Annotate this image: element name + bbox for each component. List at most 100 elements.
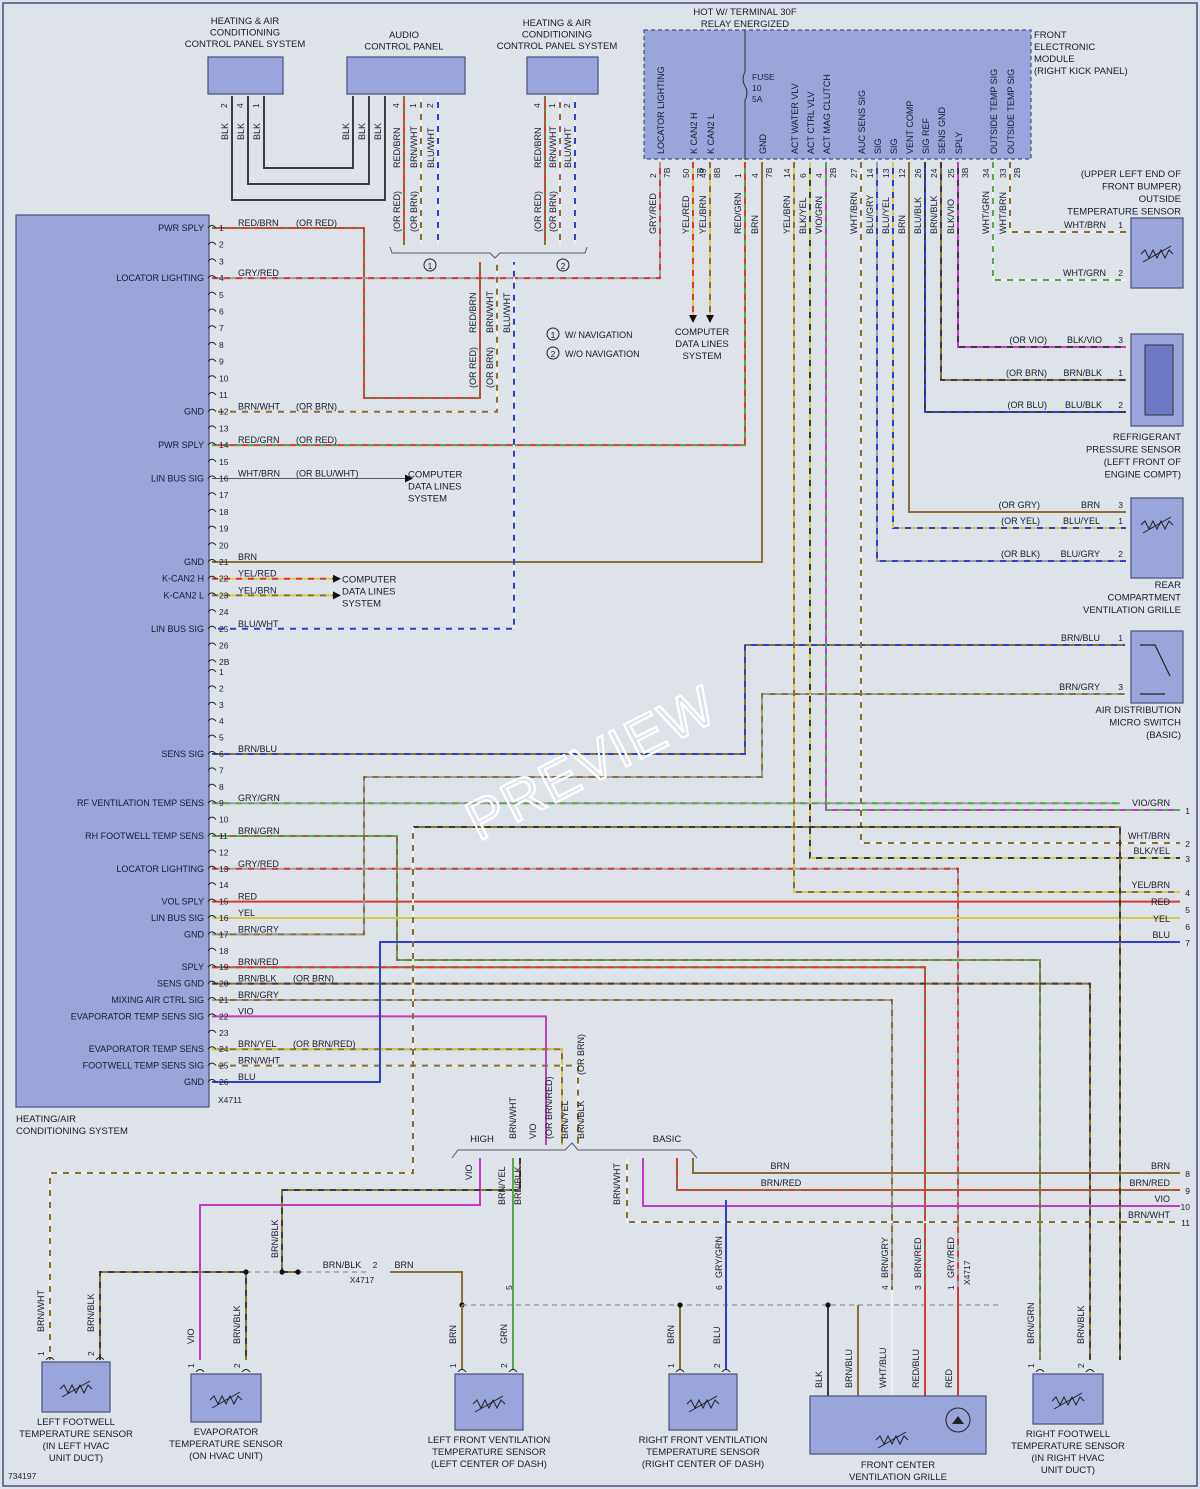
hvac-pin-label: GND <box>184 407 205 417</box>
connector-pin-number: 26 <box>219 1077 229 1087</box>
wire-label: YEL <box>238 908 255 918</box>
wire-label: BRN/WHT <box>36 1290 46 1332</box>
wire-label: BLK/YEL <box>1133 846 1170 856</box>
wire-alt-label: (OR BRN/RED) <box>544 1076 554 1139</box>
computer-data-lines-label: SYSTEM <box>682 351 721 362</box>
wire-label: BLU/WHT <box>426 127 436 168</box>
fuse-label: 5A <box>752 94 763 104</box>
outside-temp-thermistor <box>1140 248 1174 260</box>
rear-vent-wire <box>908 162 1126 513</box>
wire-label: BLK <box>373 123 383 140</box>
connector-pin-number: 19 <box>219 524 229 534</box>
wire-alt-label: (OR RED) <box>296 218 337 228</box>
hvac-pin-label: VOL SPLY <box>161 897 204 907</box>
wire-label: YEL/RED <box>238 569 277 579</box>
connector-pin-number: 2B <box>219 657 230 667</box>
connector-pin-number: 1 <box>946 1285 956 1290</box>
connector-pin-number: 2 <box>712 1363 722 1368</box>
connector-pin-symbol <box>207 575 217 580</box>
module-pin-label: SIG <box>873 138 883 154</box>
front-center-grille-box <box>809 1395 987 1455</box>
off-page-connector-number: 9 <box>1185 1186 1190 1196</box>
connector-pin-number: 25 <box>219 624 229 634</box>
connector-pin-number: 2 <box>1118 400 1123 410</box>
front-module-title: FRONT <box>1034 30 1067 41</box>
wire-label: BRN/BLU <box>844 1349 854 1388</box>
connector-pin-number: 6 <box>219 307 224 317</box>
connector-pin-number: 4 <box>750 173 760 178</box>
right-front-vent-sensor-thermistor <box>686 1398 720 1410</box>
connector-pin-symbol <box>207 225 217 229</box>
wire-label: BRN <box>394 1260 413 1270</box>
mag-clutch-wire-tracer <box>825 162 1180 811</box>
connector-id: 7B <box>662 167 672 178</box>
off-page-connector-number: 2 <box>1185 839 1190 849</box>
gnd-brn-gry-wire-tracer <box>212 693 1125 936</box>
act-ctrl-wire-tracer <box>809 162 1180 859</box>
arrow-icon <box>333 574 341 583</box>
ground-wire-tracer <box>212 262 498 413</box>
wire-label: BLK <box>236 123 246 140</box>
arrow-icon <box>706 315 714 323</box>
rh-footwell-wire-tracer <box>212 835 1041 1360</box>
connector-pin-symbol <box>207 358 217 362</box>
connector-pin-symbol <box>207 291 217 296</box>
relay-title: RELAY ENERGIZED <box>701 19 789 30</box>
connector-pin-symbol <box>207 915 217 919</box>
connector-pin-number: 14 <box>219 880 229 890</box>
air-distribution-switch-title: (BASIC) <box>1146 730 1181 741</box>
connector-pin-symbol <box>207 701 217 706</box>
connector-pin-symbol <box>207 408 217 413</box>
fuse-label: 10 <box>752 83 762 93</box>
hvac-pin-label: FOOTWELL TEMP SENS SIG <box>83 1061 204 1071</box>
note-marker <box>546 346 560 360</box>
wire-label: RED/BRN <box>468 292 478 333</box>
connector-pin-symbol <box>207 1079 217 1083</box>
wire-label: RED/BRN <box>533 127 543 168</box>
wire-label: BRN/GRY <box>1059 682 1100 692</box>
off-page-connector-number: 6 <box>1185 922 1190 932</box>
connector-pin-number: 2 <box>1118 268 1123 278</box>
wire-label: BRN <box>770 1161 789 1171</box>
computer-data-lines-label: SYSTEM <box>342 599 381 610</box>
connector-pin-symbol <box>675 1369 685 1373</box>
sun-sensor-icon <box>945 1407 971 1433</box>
splice-dot <box>825 1302 831 1308</box>
connector-pin-number: 8 <box>219 782 224 792</box>
wire-label: BLK <box>814 1371 824 1388</box>
connector-pin-symbol <box>721 1369 731 1373</box>
module-pin-label: OUTSIDE TEMP SIG <box>1006 69 1016 154</box>
connector-pin-number: 13 <box>881 168 891 178</box>
lin-bus-2-wire-tracer <box>212 262 515 630</box>
connector-pin-number: 20 <box>219 540 229 550</box>
front-center-thermistor-arrow <box>877 1431 907 1449</box>
off-page-connector-number: 7 <box>1185 938 1190 948</box>
connector-pin-number: 25 <box>219 1061 229 1071</box>
outside-temp-sensor-title: TEMPERATURE SENSOR <box>1067 207 1181 218</box>
rear-vent-grille-box <box>1130 497 1184 579</box>
hvac-control-panel-1-title: CONDITIONING <box>210 28 280 39</box>
wire-alt-label: (OR BRN) <box>409 191 419 232</box>
hvac-control-panel-2-title: HEATING & AIR <box>523 18 592 29</box>
hvac-pin-label: RH FOOTWELL TEMP SENS <box>85 831 204 841</box>
connector-pin-number: 22 <box>219 1011 229 1021</box>
connector-pin-symbol <box>207 947 217 952</box>
evaporator-sensor-title: (ON HVAC UNIT) <box>189 1451 263 1462</box>
wire-label: BRN/BLK <box>238 974 277 984</box>
left-footwell-sensor-title: UNIT DUCT) <box>49 1453 103 1464</box>
air-distribution-switch-title: MICRO SWITCH <box>1109 718 1181 729</box>
connector-pin-number: 6 <box>219 749 224 759</box>
wire-label: BRN/BLK <box>232 1305 242 1344</box>
wire-label: BRN/BLK <box>576 1100 586 1139</box>
connector-pin-symbol <box>207 542 217 546</box>
refrigerant-sensor-title: PRESSURE SENSOR <box>1086 445 1181 456</box>
audio-control-panel-box <box>346 56 466 95</box>
connector-pin-symbol <box>207 442 217 446</box>
wire-label: BRN/WHT <box>409 126 419 168</box>
module-pin-label: SIG <box>889 138 899 154</box>
left-front-vent-sensor-title: TEMPERATURE SENSOR <box>432 1447 546 1458</box>
wire-label: WHT/BRN <box>238 469 280 479</box>
connector-pin-symbol <box>207 659 217 663</box>
connector-id: 7B <box>764 167 774 178</box>
splice-dot <box>279 1269 285 1275</box>
